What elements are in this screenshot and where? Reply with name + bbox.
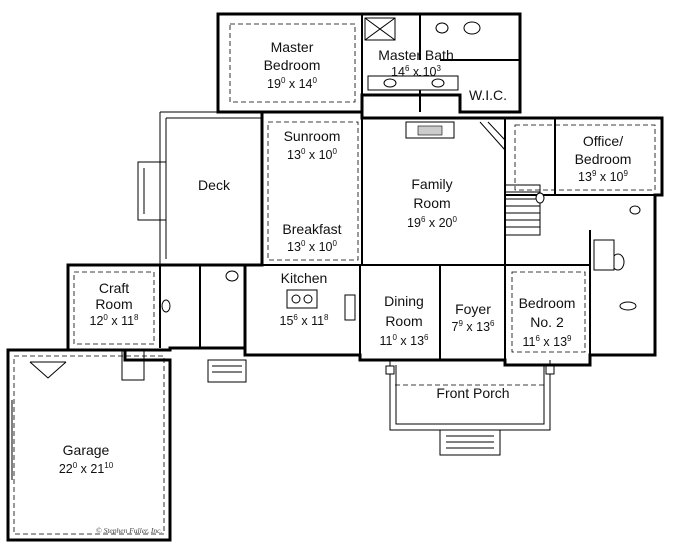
- dining-room-label: Dining Room 110 x 136: [380, 293, 430, 348]
- front-porch: [385, 360, 555, 456]
- garage-door: [7, 361, 67, 480]
- bath-fixtures: [161, 17, 641, 313]
- sunroom-label: Sunroom 130 x 100: [284, 128, 341, 162]
- dining-room-name-1: Dining: [384, 293, 424, 309]
- deck: [137, 111, 262, 265]
- kitchen-name: Kitchen: [281, 270, 328, 286]
- family-room-name-2: Room: [413, 195, 450, 211]
- kitchen-island: [286, 289, 356, 321]
- garage-label: Garage 220 x 2110: [59, 442, 114, 476]
- foyer-name: Foyer: [455, 301, 491, 317]
- dashed-lines: [13, 23, 656, 535]
- dining-room-dims: 110 x 136: [380, 333, 430, 348]
- family-room-name-1: Family: [411, 176, 452, 192]
- sunroom-dims: 130 x 100: [287, 147, 337, 162]
- master-bedroom-dims: 190 x 140: [267, 76, 317, 91]
- kitchen-label: Kitchen 156 x 118: [280, 270, 330, 328]
- foyer-label: Foyer 79 x 136: [452, 301, 496, 334]
- craft-room-label: Craft Room 120 x 118: [90, 280, 140, 328]
- bedroom2-name-1: Bedroom: [519, 295, 576, 311]
- stairs: [504, 184, 541, 236]
- master-bedroom-name-2: Bedroom: [264, 57, 321, 73]
- garage-name: Garage: [63, 442, 110, 458]
- office-bedroom-label: Office/ Bedroom 139 x 109: [575, 133, 632, 184]
- rear-steps: [121, 349, 247, 383]
- deck-label: Deck: [198, 177, 231, 193]
- wic-label: W.I.C.: [469, 87, 507, 103]
- dining-room-name-2: Room: [385, 313, 422, 329]
- bedroom2-dims: 116 x 139: [523, 334, 573, 349]
- master-bedroom-name-1: Master: [271, 39, 314, 55]
- master-bath-dims: 146 x 103: [391, 64, 441, 79]
- master-bath-label: Master Bath 146 x 103: [378, 47, 453, 79]
- bedroom-2-label: Bedroom No. 2 116 x 139: [519, 295, 576, 349]
- craft-room-name-2: Room: [95, 296, 132, 312]
- garage-dims: 220 x 2110: [59, 461, 114, 476]
- front-porch-label: Front Porch: [436, 385, 509, 401]
- craft-room-dims: 120 x 118: [90, 313, 140, 328]
- master-bedroom-label: Master Bedroom 190 x 140: [264, 39, 321, 91]
- breakfast-name: Breakfast: [282, 221, 341, 237]
- breakfast-label: Breakfast 130 x 100: [282, 221, 341, 254]
- copyright-text: © Stephen Fuller, Inc.: [96, 526, 162, 535]
- office-dims: 139 x 109: [578, 169, 628, 184]
- family-room-dims: 196 x 200: [407, 215, 457, 230]
- sunroom-name: Sunroom: [284, 128, 341, 144]
- kitchen-dims: 156 x 118: [280, 313, 330, 328]
- breakfast-dims: 130 x 100: [287, 239, 337, 254]
- office-name-1: Office/: [583, 133, 623, 149]
- foyer-dims: 79 x 136: [452, 319, 496, 334]
- fireplace: [405, 121, 506, 151]
- bedroom2-name-2: No. 2: [530, 314, 564, 330]
- family-room-label: Family Room 196 x 200: [407, 176, 457, 230]
- craft-room-name-1: Craft: [99, 280, 129, 296]
- office-name-2: Bedroom: [575, 151, 632, 167]
- interior-walls: [159, 14, 662, 365]
- master-bath-name: Master Bath: [378, 47, 453, 63]
